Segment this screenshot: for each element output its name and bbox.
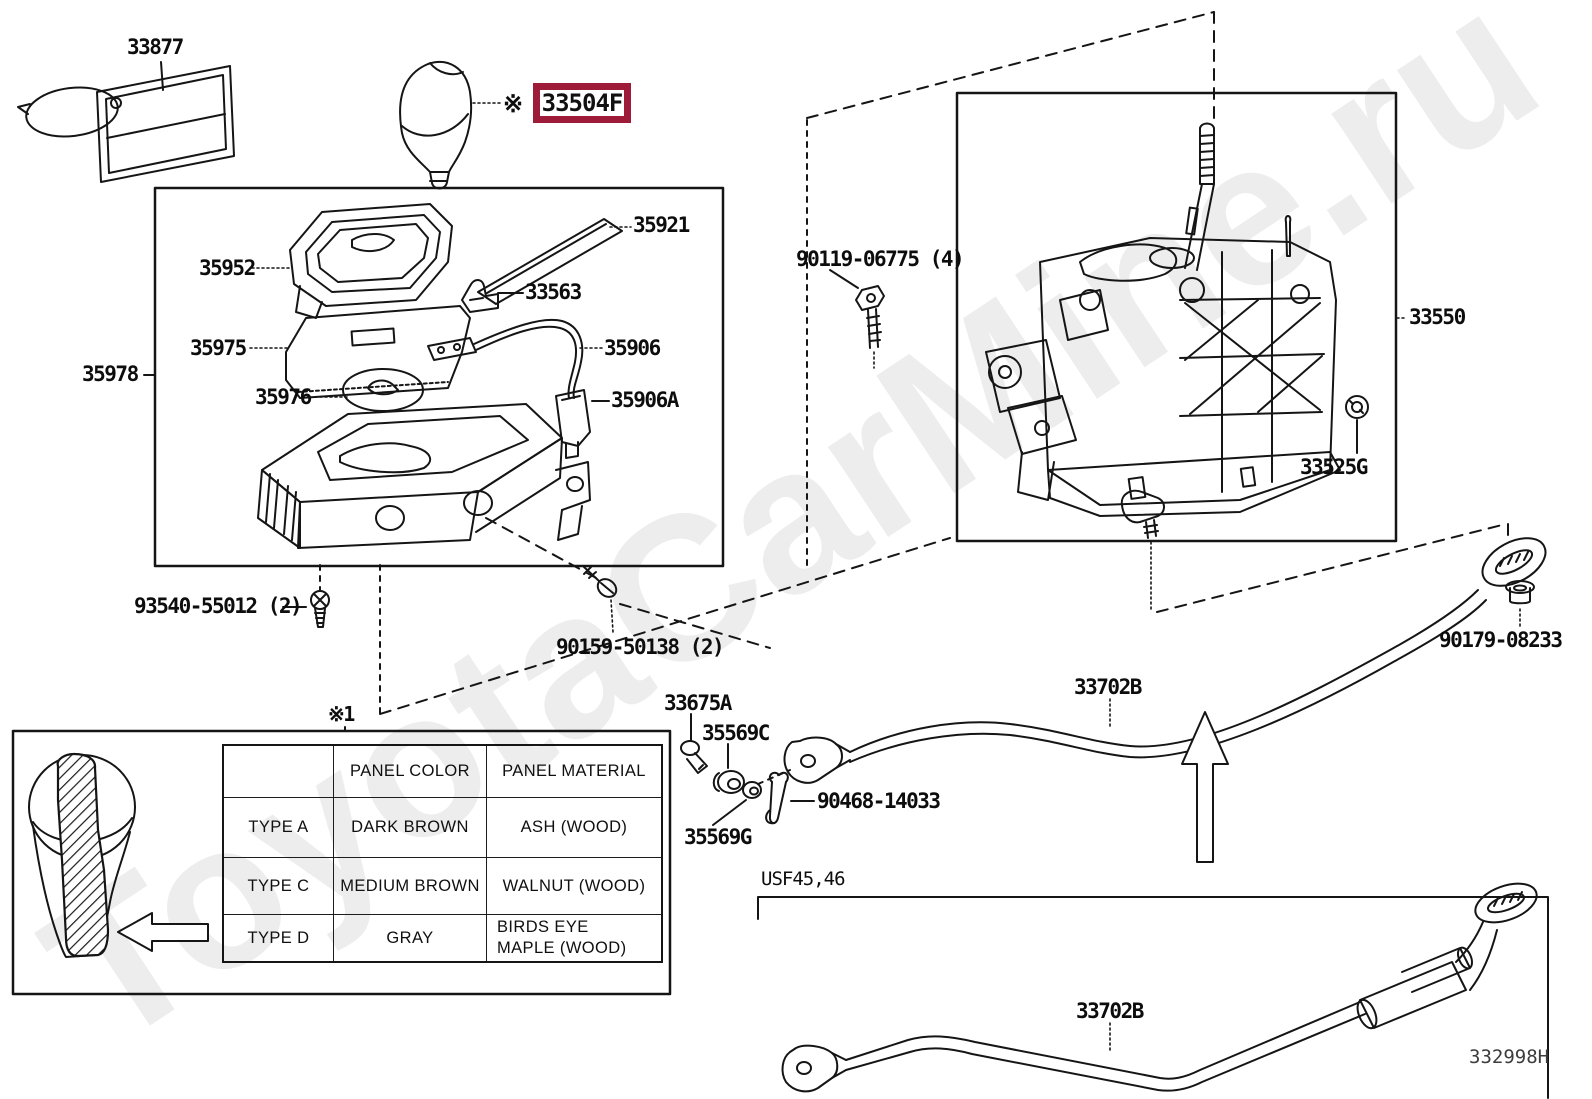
table-cell-color-c: MEDIUM BROWN (334, 858, 487, 915)
direction-arrow-up (1181, 711, 1229, 863)
bushing-35569C (712, 743, 745, 794)
table-cell-color-a: DARK BROWN (334, 798, 487, 858)
pin-33675A (680, 713, 708, 774)
disc-35976 (314, 368, 424, 412)
table-header-panel-material: PANEL MATERIAL (487, 746, 661, 798)
part-label-90179-08233[interactable]: 90179-08233 (1439, 628, 1563, 652)
diagram-code: 332998H (1469, 1046, 1550, 1068)
part-label-90119-06775[interactable]: 90119-06775 (4) (796, 247, 965, 271)
screw-93540 (282, 564, 330, 628)
part-label-33525G[interactable]: 33525G (1300, 455, 1368, 479)
console-exploded-box (143, 186, 725, 568)
clip-90468 (757, 769, 815, 825)
panel-type-table: PANEL COLOR PANEL MATERIAL TYPE A DARK B… (222, 744, 663, 963)
part-label-33702B-lower[interactable]: 33702B (1076, 999, 1144, 1023)
part-label-93540-55012[interactable]: 93540-55012 (2) (134, 594, 303, 618)
part-label-90159-50138[interactable]: 90159-50138 (2) (556, 635, 725, 659)
shift-lever-assembly-box (955, 91, 1408, 543)
type-box (11, 726, 672, 996)
part-label-33504F: 33504F (541, 89, 624, 117)
part-label-33550[interactable]: 33550 (1409, 305, 1466, 329)
table-cell-material-c: WALNUT (WOOD) (487, 858, 661, 915)
shift-knob-drawing (399, 60, 504, 190)
part-label-35976[interactable]: 35976 (255, 385, 312, 409)
wire-harness-35906 (427, 318, 603, 399)
part-label-35906[interactable]: 35906 (604, 336, 661, 360)
clip-33563 (461, 279, 524, 313)
control-rod-lower-drawing (781, 882, 1538, 1093)
screw-90159 (485, 517, 771, 649)
table-cell-color-d: GRAY (334, 915, 487, 961)
part-label-35569C[interactable]: 35569C (702, 721, 770, 745)
shift-lever-assembly-drawing (985, 122, 1341, 613)
table-cell-material-a: ASH (WOOD) (487, 798, 661, 858)
part-label-33877[interactable]: 33877 (127, 35, 184, 59)
table-reference-mark: ※1 (328, 702, 355, 726)
part-label-90468-14033[interactable]: 90468-14033 (817, 789, 941, 813)
grommet-33525G (1345, 395, 1369, 454)
panel-cover-35975 (249, 305, 471, 399)
part-label-35952[interactable]: 35952 (199, 256, 256, 280)
type-knob-drawing (28, 752, 136, 958)
part-label-35975[interactable]: 35975 (190, 336, 247, 360)
connector-35906A (555, 389, 610, 459)
reference-mark: ※ (503, 90, 524, 118)
table-row-type-c: TYPE C (224, 858, 334, 915)
console-upper-housing-35952 (251, 203, 453, 319)
table-header-blank (224, 746, 334, 798)
highlighted-part-callout-33504F[interactable]: 33504F (533, 83, 631, 123)
usf-region-box (757, 896, 1549, 1099)
bolt-90119 (829, 269, 885, 369)
installation-dashed-lines (379, 11, 1215, 715)
part-label-35906A[interactable]: 35906A (611, 388, 679, 412)
usf-applicability-note: USF45,46 (761, 868, 846, 890)
part-label-33702B-upper[interactable]: 33702B (1074, 675, 1142, 699)
console-lower-tray (257, 403, 591, 549)
part-label-33563[interactable]: 33563 (525, 280, 582, 304)
bushing-35569G (712, 781, 762, 826)
control-rod-upper-drawing (783, 523, 1547, 784)
table-row-type-d: TYPE D (224, 915, 334, 961)
table-row-type-a: TYPE A (224, 798, 334, 858)
part-label-33675A[interactable]: 33675A (664, 691, 732, 715)
table-cell-material-d: BIRDS EYE MAPLE (WOOD) (497, 918, 627, 957)
grommet-90179 (1505, 580, 1535, 628)
part-label-35978[interactable]: 35978 (82, 362, 139, 386)
part-label-35569G[interactable]: 35569G (684, 825, 752, 849)
part-label-35921[interactable]: 35921 (633, 213, 690, 237)
indicator-plate-drawing (17, 61, 235, 183)
trim-strip-35921 (477, 218, 632, 305)
direction-arrow-left (117, 912, 209, 952)
table-header-panel-color: PANEL COLOR (334, 746, 487, 798)
